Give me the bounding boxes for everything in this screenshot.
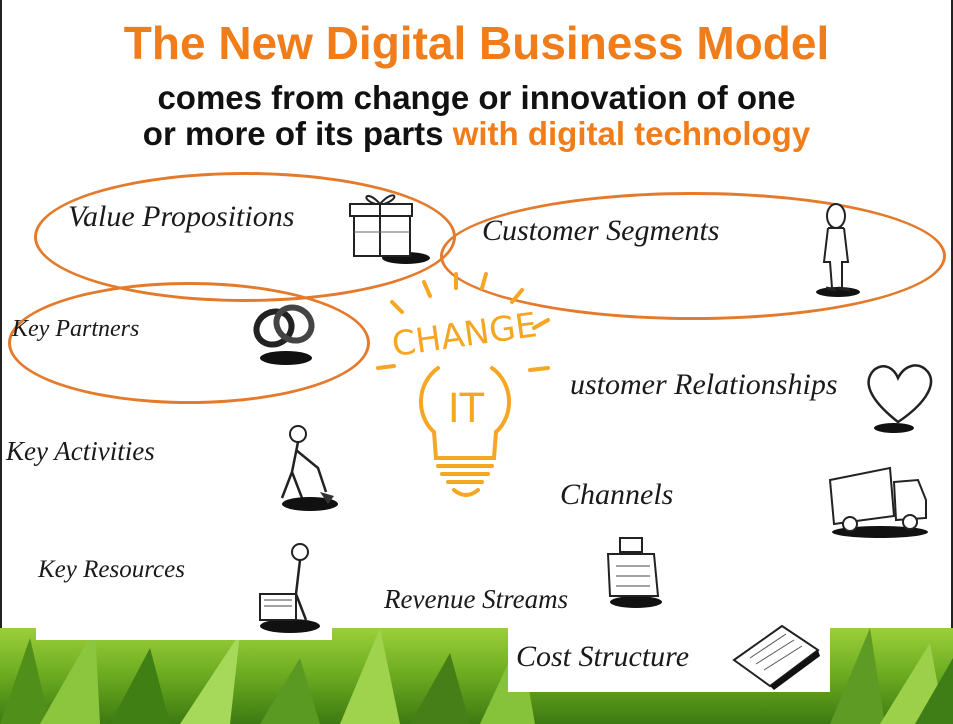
receipt-icon (732, 624, 820, 690)
block-label-customer-segments: Customer Segments (482, 214, 720, 247)
block-label-key-resources: Key Resources (38, 556, 185, 583)
subtitle-line-2-text: or more of its parts (142, 115, 453, 152)
subtitle-line-2: or more of its parts with digital techno… (0, 116, 953, 152)
block-label-customer-relationships: ustomer Relationships (570, 368, 838, 401)
slide-border-left (0, 0, 2, 724)
gift-icon (349, 194, 430, 264)
subtitle-line-1: comes from change or innovation of one (157, 79, 796, 116)
cash-register-icon (606, 537, 662, 608)
block-label-revenue-streams: Revenue Streams (384, 584, 569, 614)
subtitle-highlight: with digital technology (452, 115, 811, 152)
heart-icon (867, 364, 933, 433)
block-label-key-activities: Key Activities (6, 436, 155, 466)
page-title: The New Digital Business Model (123, 17, 830, 69)
truck-icon (828, 466, 928, 538)
person-standing-icon (816, 203, 860, 297)
bulb-change-text: CHANGE (389, 305, 539, 365)
linked-rings-icon (253, 304, 315, 365)
bulb-it-text: IT (448, 386, 485, 432)
block-label-channels: Channels (560, 478, 674, 511)
highlight-oval-customer-segments (440, 192, 946, 320)
block-label-cost-structure: Cost Structure (516, 640, 690, 673)
block-label-value-propositions: Value Propositions (68, 200, 295, 233)
change-it-lightbulb-icon: CHANGE IT (376, 272, 550, 497)
page-subtitle: comes from change or innovation of one o… (0, 80, 953, 152)
worker-digging-icon (280, 425, 338, 511)
slide-border-right (951, 0, 953, 724)
highlight-oval-key-partners (8, 282, 370, 404)
block-label-key-partners: Key Partners (12, 316, 140, 342)
person-with-machine-icon (259, 543, 320, 633)
